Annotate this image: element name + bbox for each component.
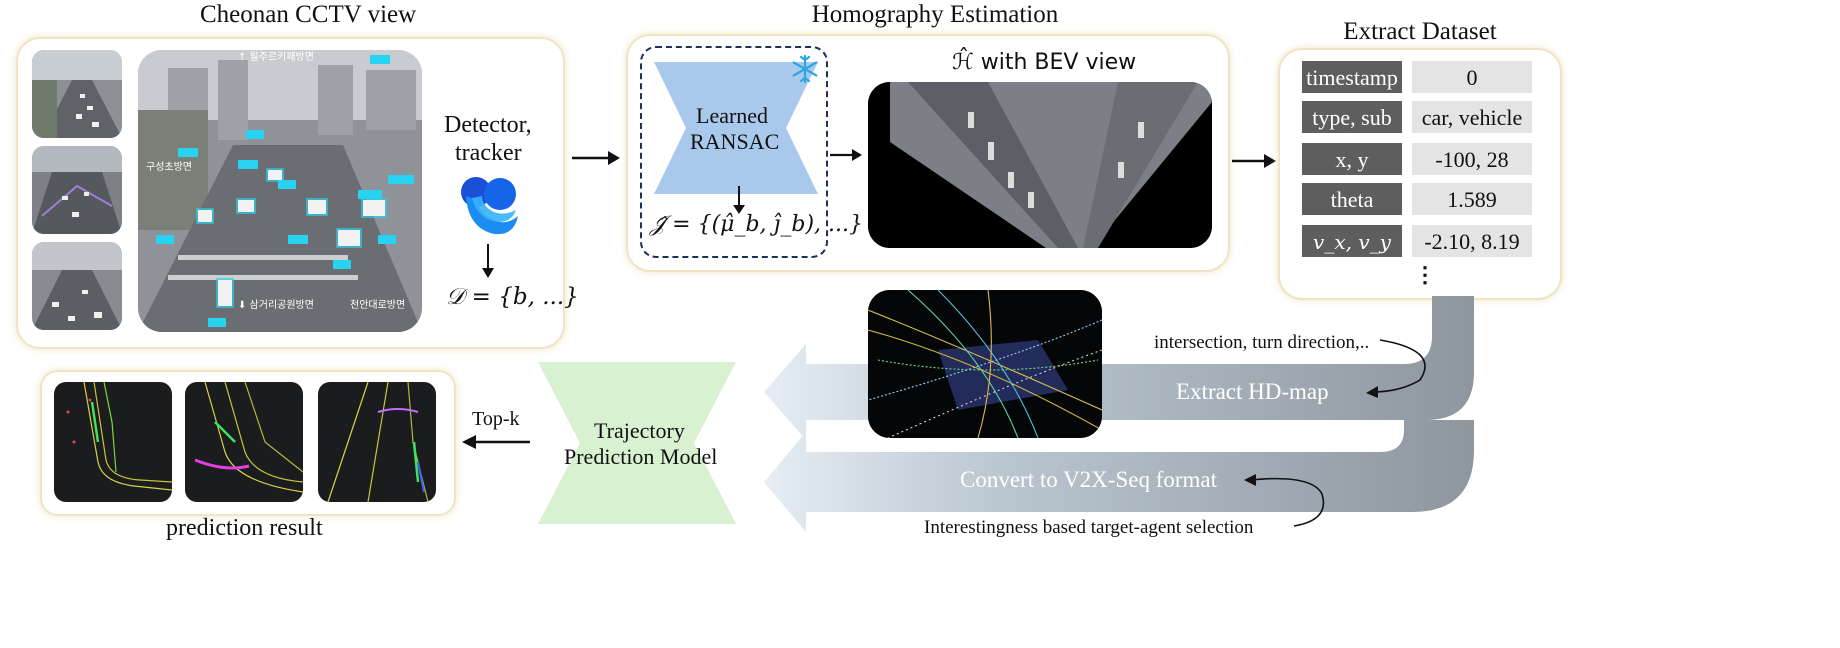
learned-ransac-line1: Learned — [696, 103, 769, 128]
cctv-overlay-top: ↑ 월주르키패방면 — [238, 52, 314, 63]
cctv-thumbnail-2[interactable] — [32, 146, 122, 234]
extract-section-title: Extract Dataset — [1343, 18, 1497, 45]
cctv-thumbnail-2-image — [32, 146, 122, 234]
ransac-down-arrow — [733, 186, 745, 214]
snowflake-icon — [792, 54, 818, 84]
v2x-flow-band — [764, 420, 1474, 532]
field-value-theta: 1.589 — [1412, 183, 1532, 215]
trajectory-model-line2: Prediction Model — [564, 444, 718, 469]
prediction-result-1[interactable] — [54, 382, 172, 502]
arrow-to-dataset — [1232, 154, 1276, 168]
prediction-result-2[interactable] — [185, 382, 303, 502]
arrow-to-bev — [830, 149, 862, 161]
field-key-theta: theta — [1302, 183, 1402, 215]
arrow-to-homography — [572, 151, 620, 165]
learned-ransac-box — [640, 46, 828, 258]
prediction-result-1-graphic — [66, 382, 172, 491]
trajectory-model-shape — [538, 362, 736, 524]
field-value-velocity: -2.10, 8.19 — [1412, 225, 1532, 257]
topk-label: Top-k — [472, 408, 520, 430]
cctv-thumbnail-1-image — [32, 50, 122, 138]
hd-map-image[interactable] — [868, 290, 1102, 438]
detector-label-line2: tracker — [455, 140, 522, 166]
hd-map-note-arrow — [1371, 339, 1426, 393]
cctv-overlay-bottom-left: ⬇ 삼거리공원방면 — [238, 300, 314, 311]
cctv-section-title: Cheonan CCTV view — [200, 1, 417, 28]
trajectory-model-line1: Trajectory — [594, 418, 685, 443]
field-key-timestamp: timestamp — [1302, 61, 1402, 93]
convert-v2x-label: Convert to V2X-Seq format — [960, 467, 1218, 492]
field-value-type: car, vehicle — [1412, 101, 1532, 133]
cctv-main-view-image — [138, 50, 422, 332]
field-value-timestamp: 0 — [1412, 61, 1532, 93]
ransac-output-formula: 𝒥̂ = {(μ̂_b, ĵ_b), ...} — [650, 212, 863, 237]
cctv-overlay-left: 구성초방면 — [146, 162, 192, 173]
cctv-overlay-bottom-right: 천안대로방면 — [350, 300, 406, 311]
prediction-result-2-graphic — [194, 382, 303, 493]
homography-section-title: Homography Estimation — [811, 1, 1059, 28]
field-key-type: type, sub — [1302, 101, 1402, 133]
prediction-result-caption: prediction result — [166, 515, 323, 541]
bev-view-graphic — [868, 82, 1212, 248]
topk-arrow-head — [462, 435, 476, 449]
hd-map-label: Extract HD-map — [1176, 379, 1329, 404]
selection-note: Interestingness based target-agent selec… — [924, 517, 1254, 538]
cctv-thumbnail-1[interactable] — [32, 50, 122, 138]
cctv-thumbnail-3-image — [32, 242, 122, 330]
bev-title: ℋ̂ with BEV view — [952, 50, 1137, 75]
bev-view-image[interactable] — [868, 82, 1212, 248]
prediction-result-3-graphic — [327, 382, 429, 502]
cctv-main-view[interactable]: ↑ 월주르키패방면 구성초방면 ⬇ 삼거리공원방면 천안대로방면 — [138, 50, 422, 332]
prediction-result-3[interactable] — [318, 382, 436, 502]
cctv-thumbnail-3[interactable] — [32, 242, 122, 330]
field-key-velocity: v_x, v_y — [1302, 225, 1402, 257]
field-value-position: -100, 28 — [1412, 143, 1532, 175]
detector-logo-icon — [461, 177, 518, 235]
detection-labels — [156, 55, 414, 327]
dataset-more-ellipsis: ⋮ — [1414, 262, 1436, 287]
learned-ransac-line2: RANSAC — [690, 129, 780, 154]
learned-ransac-model-shape — [654, 62, 818, 194]
hd-map-note: intersection, turn direction,.. — [1154, 332, 1370, 353]
field-key-position: x, y — [1302, 143, 1402, 175]
detections-formula: 𝒟 = {b, ...} — [446, 284, 579, 310]
selection-note-arrow — [1249, 477, 1325, 527]
hd-map-graphic — [868, 290, 1102, 438]
detector-down-arrow — [482, 244, 494, 278]
detector-label-line1: Detector, — [444, 112, 532, 138]
